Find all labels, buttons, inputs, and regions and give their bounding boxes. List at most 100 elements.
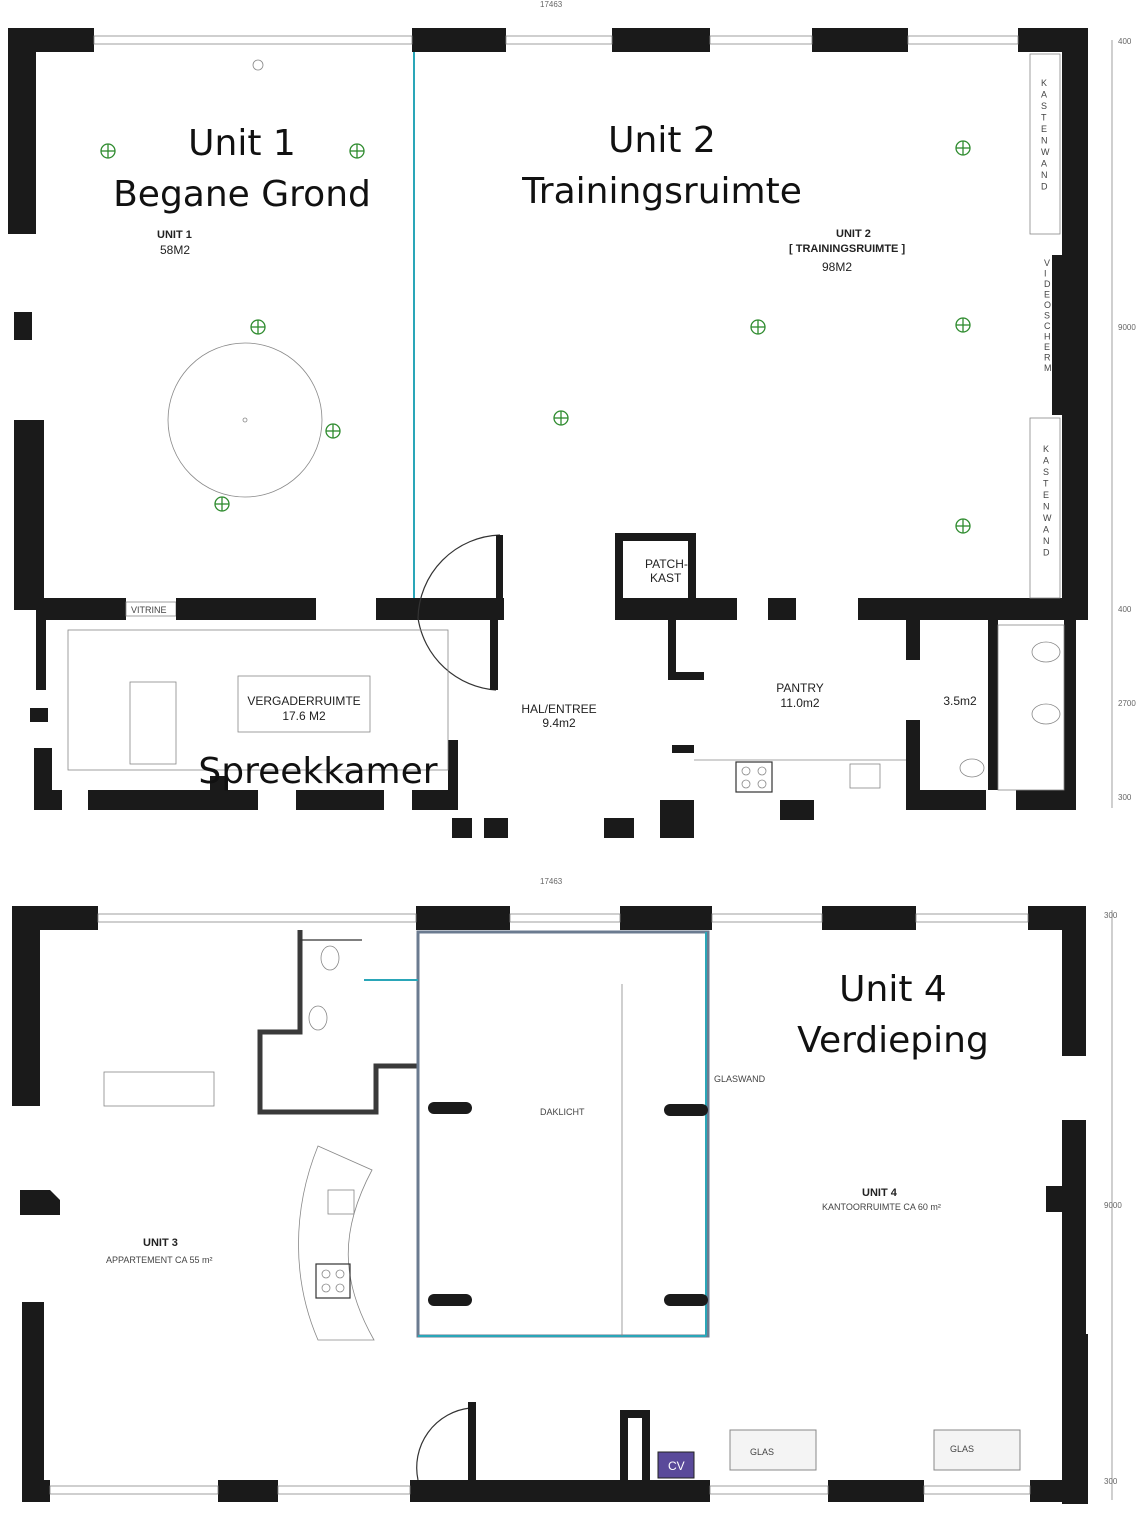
hal-area: 9.4m2	[542, 716, 576, 730]
upper-dim-top: 17463	[540, 877, 563, 886]
wall-segment	[1062, 1334, 1088, 1504]
glas-box-1	[729, 1429, 817, 1471]
upper-dim-right-2: 9000	[1104, 1201, 1122, 1210]
toilet	[1031, 641, 1061, 663]
lamp-icon	[325, 423, 341, 439]
wall-segment	[34, 790, 62, 810]
wall-segment	[412, 28, 506, 52]
upper-dim-right-1: 300	[1104, 911, 1118, 920]
sideboard	[129, 681, 177, 765]
curved-counter	[298, 1145, 375, 1341]
wall-segment	[452, 818, 472, 838]
beam	[428, 1294, 472, 1306]
unit2-label: UNIT 2	[836, 228, 871, 240]
pantry-area: 11.0m2	[780, 696, 819, 710]
overlay-unit1-title: Unit 1	[188, 123, 296, 164]
window-frame	[709, 1485, 829, 1495]
upper-floor-plan: 17463	[12, 877, 1122, 1504]
lamp-icon	[955, 317, 971, 333]
patch-label-2: KAST	[650, 571, 682, 585]
wall-segment	[448, 740, 458, 810]
lamp-icon	[750, 319, 766, 335]
ground-dim-right-4: 2700	[1118, 699, 1136, 708]
lamp-icon	[100, 143, 116, 159]
smoke-detector-icon	[252, 59, 264, 71]
wall-segment	[36, 620, 46, 690]
wall-segment	[176, 598, 316, 620]
glaswand-label: GLASWAND	[714, 1074, 766, 1084]
meeting-table	[237, 675, 371, 733]
wall-segment	[688, 533, 696, 603]
videoscherm-panel	[1052, 255, 1062, 415]
kastenwand-bottom	[1029, 417, 1061, 599]
wall-segment	[376, 598, 504, 620]
window-frame	[915, 913, 1029, 923]
wall-segment	[768, 598, 796, 620]
unit3-label: UNIT 3	[143, 1237, 178, 1249]
wall-segment	[615, 533, 695, 541]
unit1-label: UNIT 1	[157, 229, 192, 241]
vergader-area: 17.6 M2	[282, 709, 326, 723]
wall-segment	[988, 620, 998, 790]
ground-dim-top: 17463	[540, 0, 563, 9]
wall-segment	[812, 28, 908, 52]
wall-segment	[612, 28, 710, 52]
wall-segment	[22, 1480, 50, 1502]
washbasin	[959, 758, 985, 778]
wall-segment	[620, 906, 712, 930]
wall-segment	[906, 620, 920, 660]
ground-dim-right-1: 400	[1118, 37, 1132, 46]
wall-segment	[1030, 1480, 1088, 1502]
lamp-icon	[955, 518, 971, 534]
wall-segment	[906, 720, 920, 800]
window-frame	[709, 35, 813, 45]
stepped-wall	[257, 930, 418, 1115]
wall-segment	[36, 598, 126, 620]
kastenwand-top	[1029, 53, 1061, 235]
lamp-icon	[955, 140, 971, 156]
lamp-icon	[214, 496, 230, 512]
glas-label-1: GLAS	[750, 1447, 774, 1457]
ground-dim-right-5: 300	[1118, 793, 1132, 802]
wall-segment	[668, 620, 676, 680]
overlay-unit4-title: Unit 4	[839, 969, 947, 1010]
hob	[735, 761, 773, 793]
wall-segment	[88, 790, 228, 810]
wall-segment	[642, 1410, 650, 1480]
wall-segment	[8, 28, 36, 234]
toilet	[1031, 703, 1061, 725]
wall-segment	[14, 420, 44, 610]
unit1-area: 58M2	[160, 243, 190, 257]
unit2-sub: [ TRAININGSRUIMTE ]	[789, 243, 905, 255]
sink	[849, 763, 881, 789]
wall-segment	[412, 790, 452, 810]
wall-segment	[12, 906, 40, 1106]
stair-arc	[417, 534, 501, 691]
unit2-area: 98M2	[822, 260, 852, 274]
wall-segment	[668, 672, 704, 680]
window-frame	[97, 913, 417, 923]
lamp-icon	[250, 319, 266, 335]
daklicht-label: DAKLICHT	[540, 1107, 585, 1117]
wall-segment	[14, 312, 32, 340]
sanitary-zone	[997, 624, 1065, 791]
washbasin	[308, 1005, 328, 1031]
overlay-unit1-subtitle: Begane Grond	[113, 174, 371, 215]
wall-segment	[1064, 620, 1076, 810]
overlay-spreekkamer: Spreekkamer	[198, 751, 437, 792]
beam	[664, 1294, 708, 1306]
wall-segment	[1062, 1120, 1086, 1358]
wall-segment	[1062, 906, 1086, 1056]
window-frame	[907, 35, 1019, 45]
wall-segment	[672, 745, 694, 753]
window-frame	[505, 35, 613, 45]
ground-dim-right-3: 400	[1118, 605, 1132, 614]
wall-segment	[620, 1410, 628, 1480]
lamp-icon	[349, 143, 365, 159]
overlay-unit2-subtitle: Trainingsruimte	[521, 171, 802, 212]
toilet	[320, 945, 340, 971]
wall-segment	[496, 535, 503, 600]
